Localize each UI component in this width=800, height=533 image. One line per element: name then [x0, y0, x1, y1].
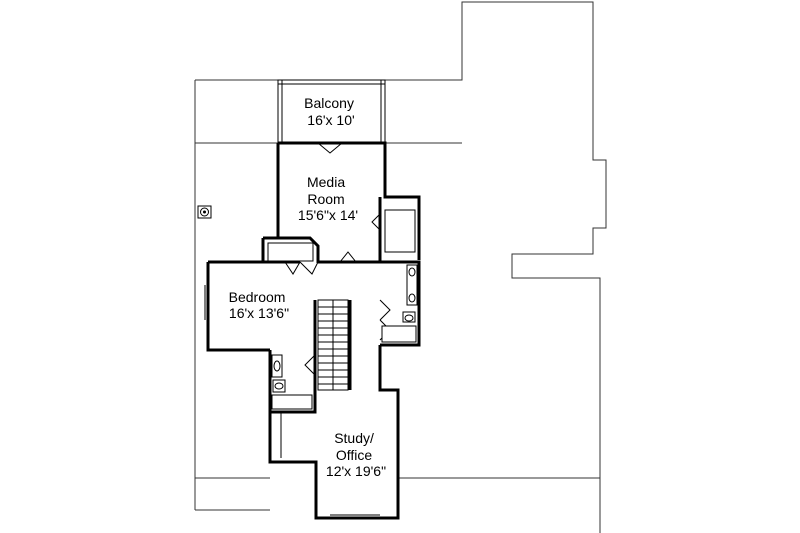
- roof-outline: [194, 1, 607, 533]
- bedroom-label: Bedroom 16'x 13'6": [229, 289, 290, 321]
- balcony-label: Balcony 16'x 10': [304, 95, 358, 128]
- bath-fixtures: [271, 264, 418, 410]
- wall-liners: [204, 209, 416, 516]
- study-office-label: Study/ Office 12'x 19'6": [326, 430, 386, 479]
- staircase: [317, 299, 349, 391]
- walls: [206, 141, 421, 520]
- media-room-label: Media Room 15'6"x 14': [298, 174, 358, 223]
- flue-icon: [197, 205, 212, 219]
